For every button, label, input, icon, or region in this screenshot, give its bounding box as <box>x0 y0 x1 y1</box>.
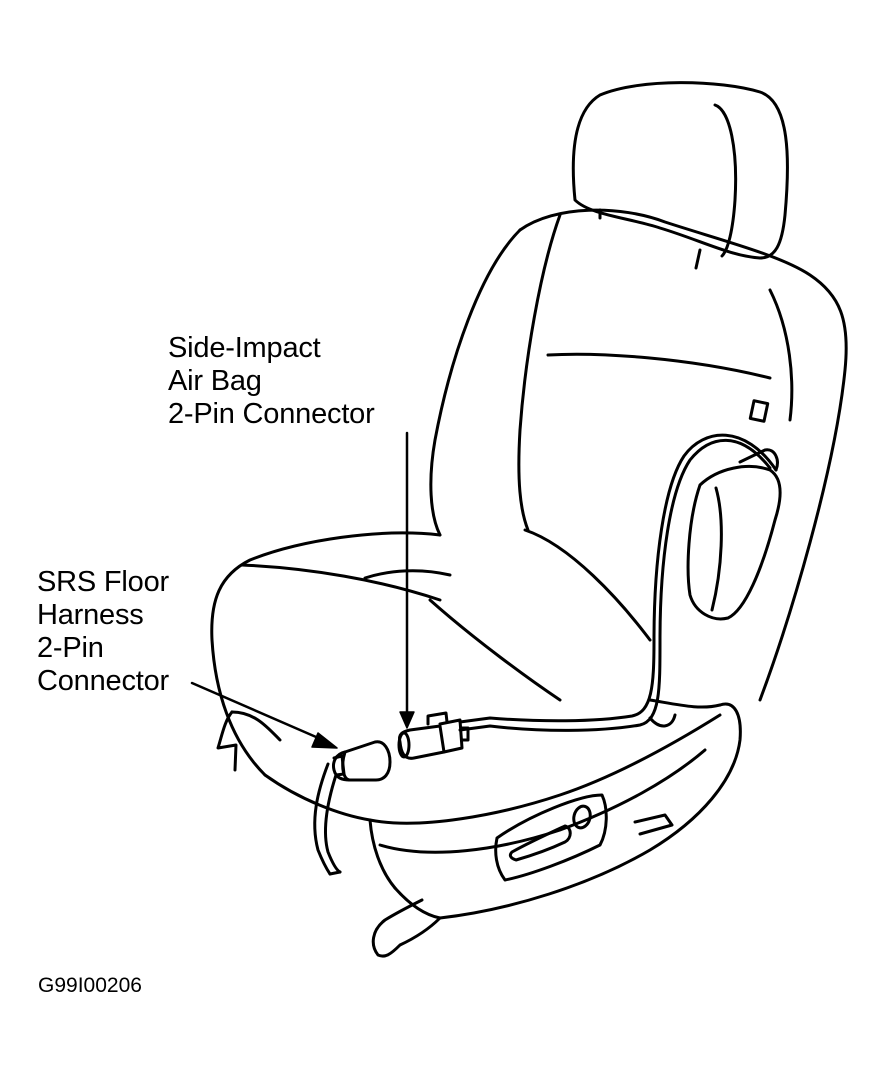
side-impact-label: Side-Impact Air Bag 2-Pin Connector <box>168 332 375 431</box>
seat-track <box>216 710 674 958</box>
srs-floor-label-line1: SRS Floor <box>37 566 169 598</box>
seat-cushion <box>210 531 742 920</box>
airbag-harness-cable <box>458 433 778 732</box>
srs-floor-label-line2: Harness <box>37 599 144 631</box>
side-impact-connector <box>397 711 470 760</box>
label-leader-lines <box>190 431 415 749</box>
figure-code: G99I00206 <box>38 974 142 997</box>
srs-floor-label-line4: Connector <box>37 665 169 697</box>
side-impact-label-line3: 2-Pin Connector <box>168 398 375 430</box>
power-seat-switch <box>494 793 608 882</box>
side-airbag-module <box>686 448 782 621</box>
side-impact-arrowhead <box>399 711 415 729</box>
srs-floor-label-line3: 2-Pin <box>37 632 104 664</box>
seat-back <box>429 208 848 702</box>
side-impact-label-line2: Air Bag <box>168 365 262 397</box>
srs-floor-leader-line <box>190 681 325 742</box>
srs-floor-arrowhead <box>311 732 338 749</box>
srs-floor-connector <box>313 740 392 876</box>
srs-floor-label: SRS Floor Harness 2-Pin Connector <box>37 566 169 698</box>
side-impact-label-line1: Side-Impact <box>168 332 321 364</box>
headrest <box>571 81 789 270</box>
